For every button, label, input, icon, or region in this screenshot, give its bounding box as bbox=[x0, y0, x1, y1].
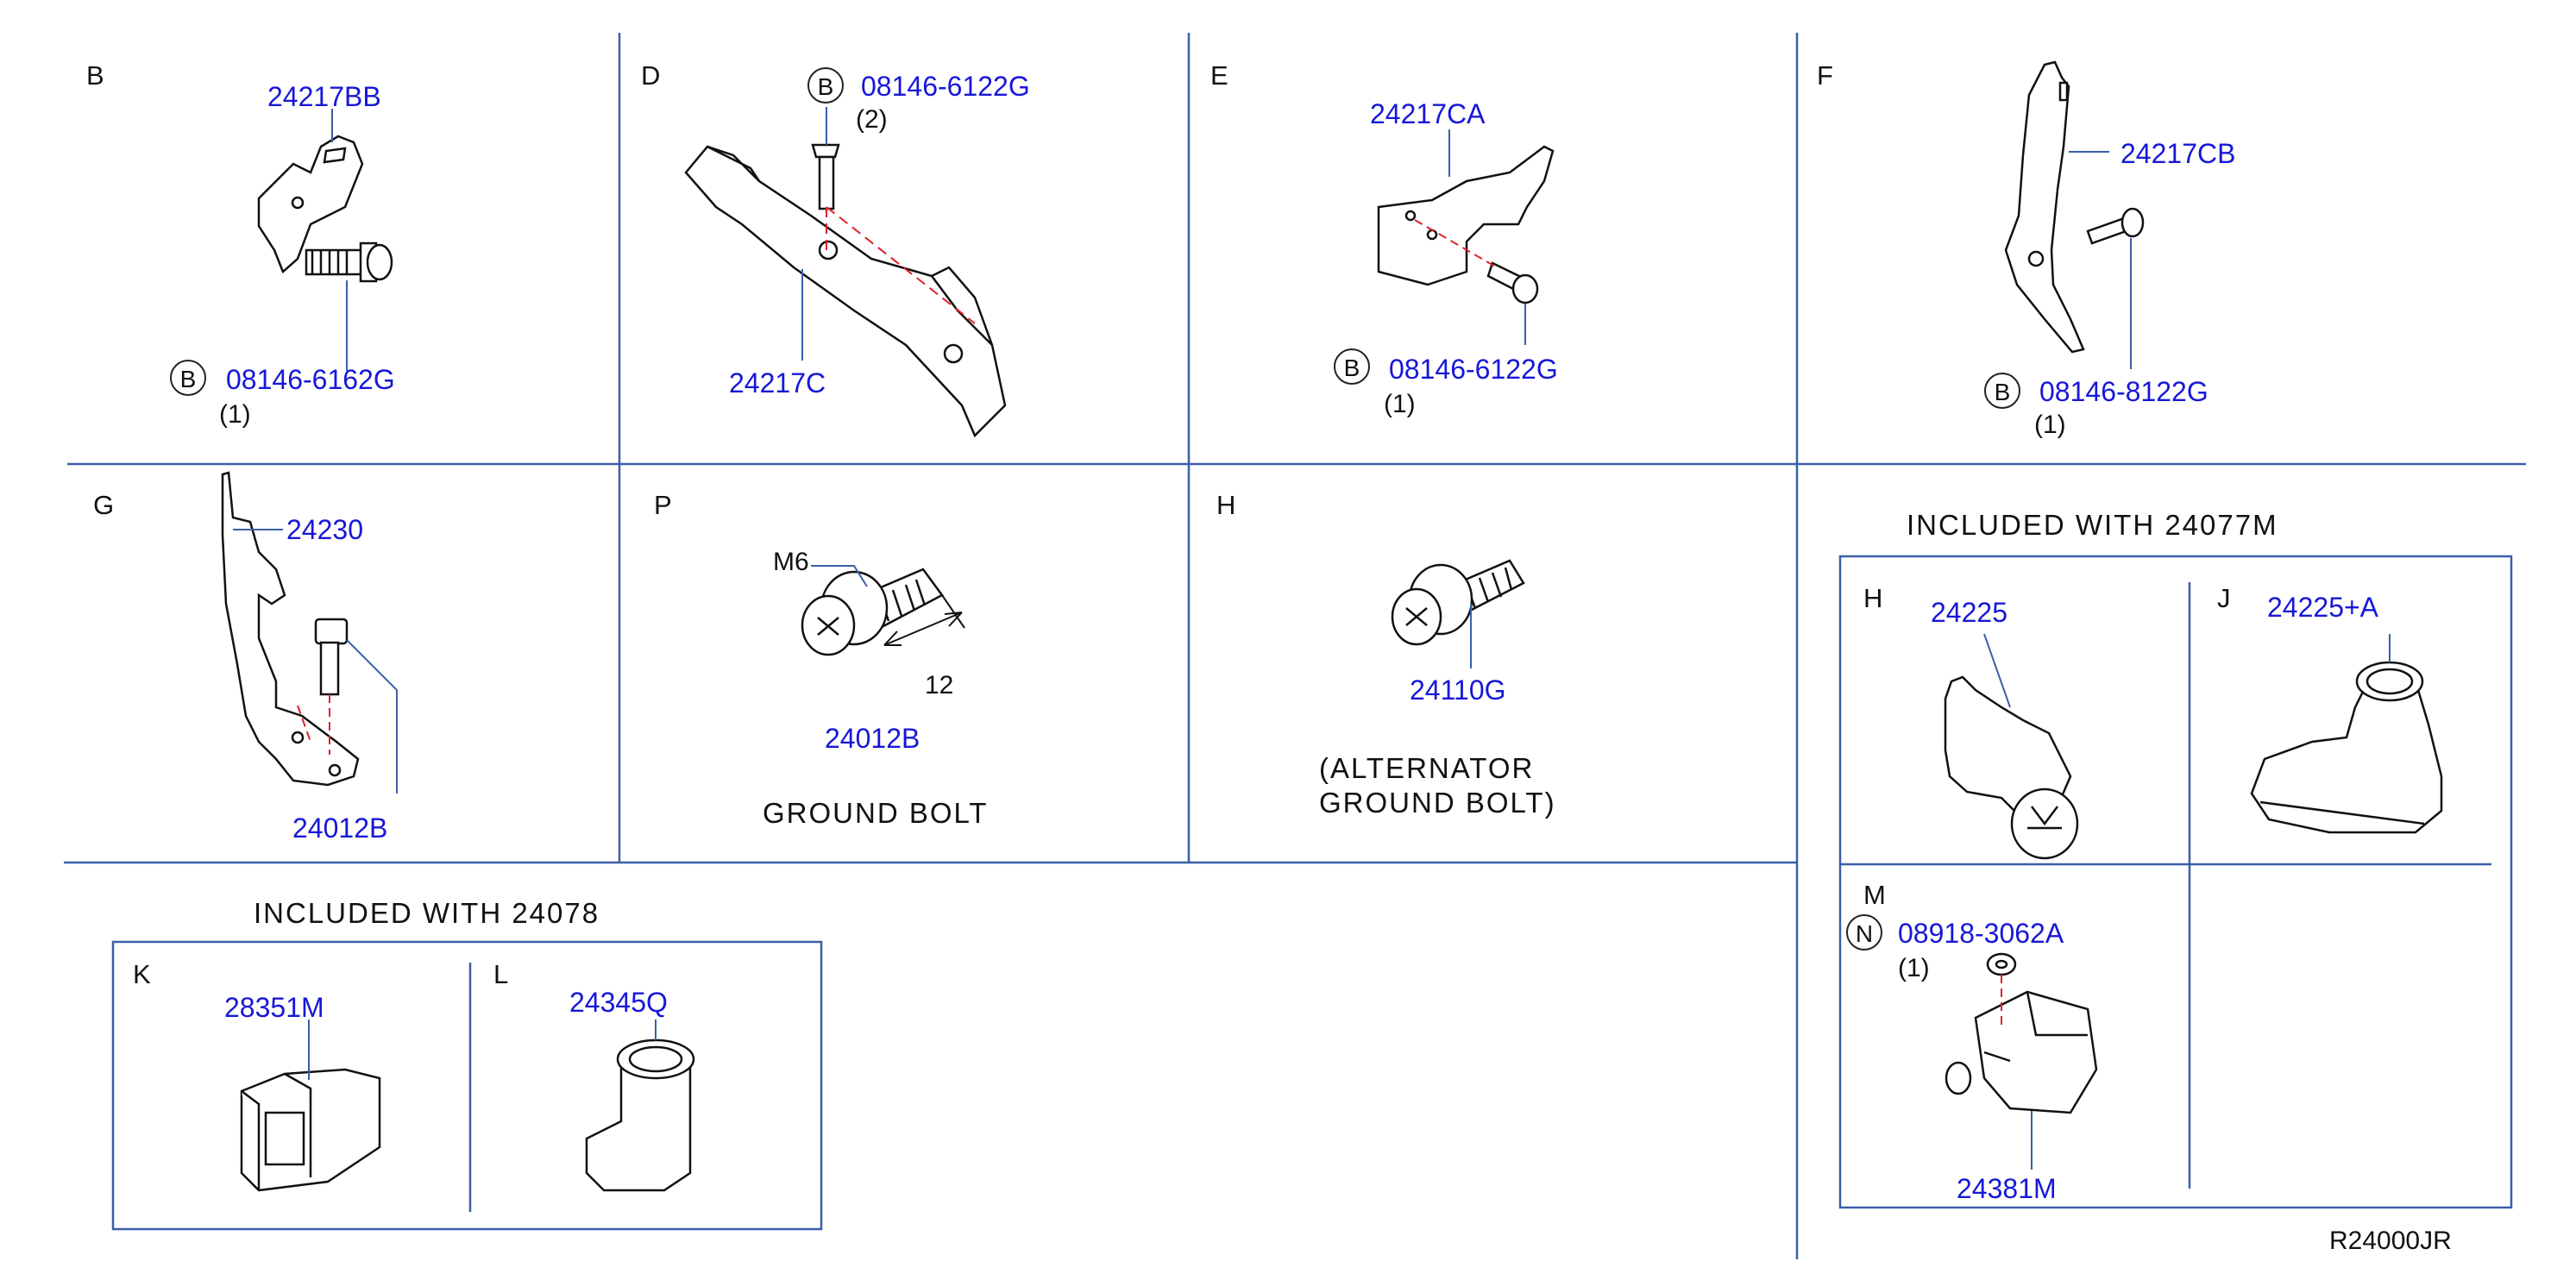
section-label-h-group: H bbox=[1863, 583, 1883, 613]
part-number-08146-6122G-d[interactable]: 08146-6122G bbox=[861, 71, 1030, 102]
part-number-28351M[interactable]: 28351M bbox=[224, 992, 324, 1023]
grid-lines bbox=[64, 33, 2526, 1259]
leader-lines-p bbox=[811, 565, 868, 587]
dimension-length: 12 bbox=[925, 671, 954, 700]
part-number-24110G[interactable]: 24110G bbox=[1410, 675, 1506, 706]
section-label-l: L bbox=[493, 959, 509, 989]
bolt-24012B-g bbox=[314, 618, 349, 696]
part-number-24217CB[interactable]: 24217CB bbox=[2120, 138, 2236, 169]
section-label-b: B bbox=[86, 60, 104, 91]
bolt-08146-8122G bbox=[2086, 207, 2145, 245]
leader-lines-e bbox=[1448, 129, 1526, 345]
bracket-24217BB bbox=[257, 135, 364, 274]
part-number-08918-3062A[interactable]: 08918-3062A bbox=[1898, 918, 2064, 949]
quantity-b: (1) bbox=[219, 400, 251, 429]
part-number-24345Q[interactable]: 24345Q bbox=[569, 987, 668, 1018]
part-number-24225[interactable]: 24225 bbox=[1931, 597, 2007, 628]
part-number-24217CA[interactable]: 24217CA bbox=[1370, 98, 1486, 129]
caption-alternator-line1: (ALTERNATOR bbox=[1319, 752, 1535, 784]
section-label-d: D bbox=[641, 60, 661, 91]
cap-24225 bbox=[1944, 675, 2079, 860]
part-number-24012B-g[interactable]: 24012B bbox=[292, 813, 388, 844]
badge-b-icon: B bbox=[807, 67, 844, 104]
quantity-m: (1) bbox=[1898, 954, 1930, 982]
nut-08918-3062A bbox=[1986, 952, 2017, 976]
leader-lines-f bbox=[2069, 151, 2132, 369]
section-label-e: E bbox=[1210, 60, 1228, 91]
part-number-24217BB[interactable]: 24217BB bbox=[267, 81, 381, 112]
section-label-h: H bbox=[1216, 490, 1236, 520]
section-label-k: K bbox=[133, 959, 151, 989]
dashed-line-d bbox=[826, 206, 976, 324]
part-number-24225a[interactable]: 24225+A bbox=[2267, 592, 2379, 623]
bracket-24217C bbox=[684, 145, 1007, 438]
section-label-m: M bbox=[1863, 880, 1886, 910]
quantity-d: (2) bbox=[856, 105, 888, 134]
dashed-line-g bbox=[297, 694, 330, 755]
bracket-24217CA bbox=[1377, 145, 1555, 286]
part-number-24230[interactable]: 24230 bbox=[286, 514, 363, 545]
bolt-08146-6162G bbox=[305, 242, 393, 283]
diagram-code: R24000JR bbox=[2329, 1227, 2452, 1255]
section-label-g: G bbox=[93, 490, 115, 520]
quantity-f: (1) bbox=[2034, 411, 2066, 439]
caption-ground-bolt: GROUND BOLT bbox=[763, 797, 989, 829]
boot-24225+A bbox=[2250, 661, 2443, 834]
badge-b-icon: B bbox=[1984, 373, 2020, 409]
bracket-24217CB bbox=[2004, 60, 2085, 354]
dashed-line-e bbox=[1414, 219, 1498, 268]
bolt-08146-6122G-d bbox=[811, 143, 840, 210]
leader-lines-b bbox=[331, 109, 348, 371]
quantity-e: (1) bbox=[1384, 390, 1416, 418]
leader-lines-d bbox=[801, 107, 827, 361]
part-number-08146-8122G[interactable]: 08146-8122G bbox=[2039, 376, 2208, 407]
part-number-24381M[interactable]: 24381M bbox=[1957, 1173, 2057, 1204]
alternator-ground-bolt-24110G bbox=[1391, 559, 1525, 646]
part-number-08146-6122G-e[interactable]: 08146-6122G bbox=[1389, 354, 1558, 385]
bolt-size-m6: M6 bbox=[773, 548, 809, 576]
caption-alternator-line2: GROUND BOLT) bbox=[1319, 787, 1556, 819]
dimension-12 bbox=[883, 594, 965, 646]
badge-n-icon: N bbox=[1846, 914, 1882, 951]
connector-28351M bbox=[240, 1068, 381, 1192]
part-number-08146-6162G[interactable]: 08146-6162G bbox=[226, 364, 395, 395]
part-number-24217C[interactable]: 24217C bbox=[729, 367, 826, 398]
section-label-p: P bbox=[654, 490, 672, 520]
cap-24345Q bbox=[585, 1038, 695, 1192]
group-title-24078: INCLUDED WITH 24078 bbox=[254, 897, 600, 929]
badge-b-icon: B bbox=[1334, 348, 1370, 385]
part-number-24012B-p[interactable]: 24012B bbox=[825, 723, 920, 754]
section-label-f: F bbox=[1817, 60, 1833, 91]
badge-b-icon: B bbox=[170, 360, 206, 396]
bracket-24230 bbox=[221, 471, 360, 787]
leader-lines-24225 bbox=[1983, 633, 2011, 708]
leader-lines-g bbox=[233, 529, 398, 794]
ground-bolt-24012B bbox=[801, 568, 944, 656]
section-label-j: J bbox=[2217, 583, 2231, 613]
group-title-24077M: INCLUDED WITH 24077M bbox=[1907, 509, 2278, 541]
terminal-24381M bbox=[1945, 990, 2098, 1114]
bolt-08146-6122G-e bbox=[1486, 261, 1539, 304]
